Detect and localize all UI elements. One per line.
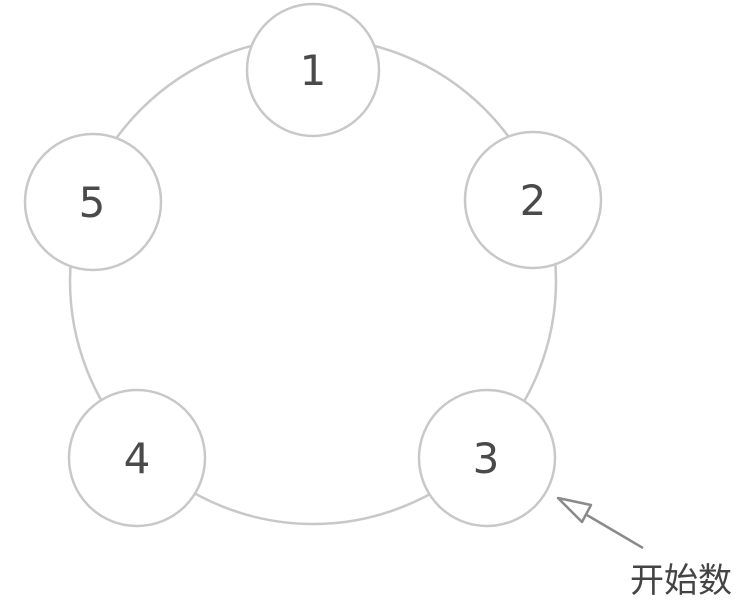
start-label: 开始数 xyxy=(630,561,732,601)
node-3-label: 3 xyxy=(473,434,500,483)
node-4: 4 xyxy=(67,388,207,528)
node-2-label: 2 xyxy=(520,176,547,225)
node-1: 1 xyxy=(245,2,381,138)
node-1-label: 1 xyxy=(300,46,327,95)
node-5: 5 xyxy=(23,132,163,272)
node-2: 2 xyxy=(463,130,603,270)
start-arrow xyxy=(556,496,644,550)
node-4-label: 4 xyxy=(124,434,151,483)
node-3: 3 xyxy=(417,388,557,528)
node-5-label: 5 xyxy=(79,178,106,227)
